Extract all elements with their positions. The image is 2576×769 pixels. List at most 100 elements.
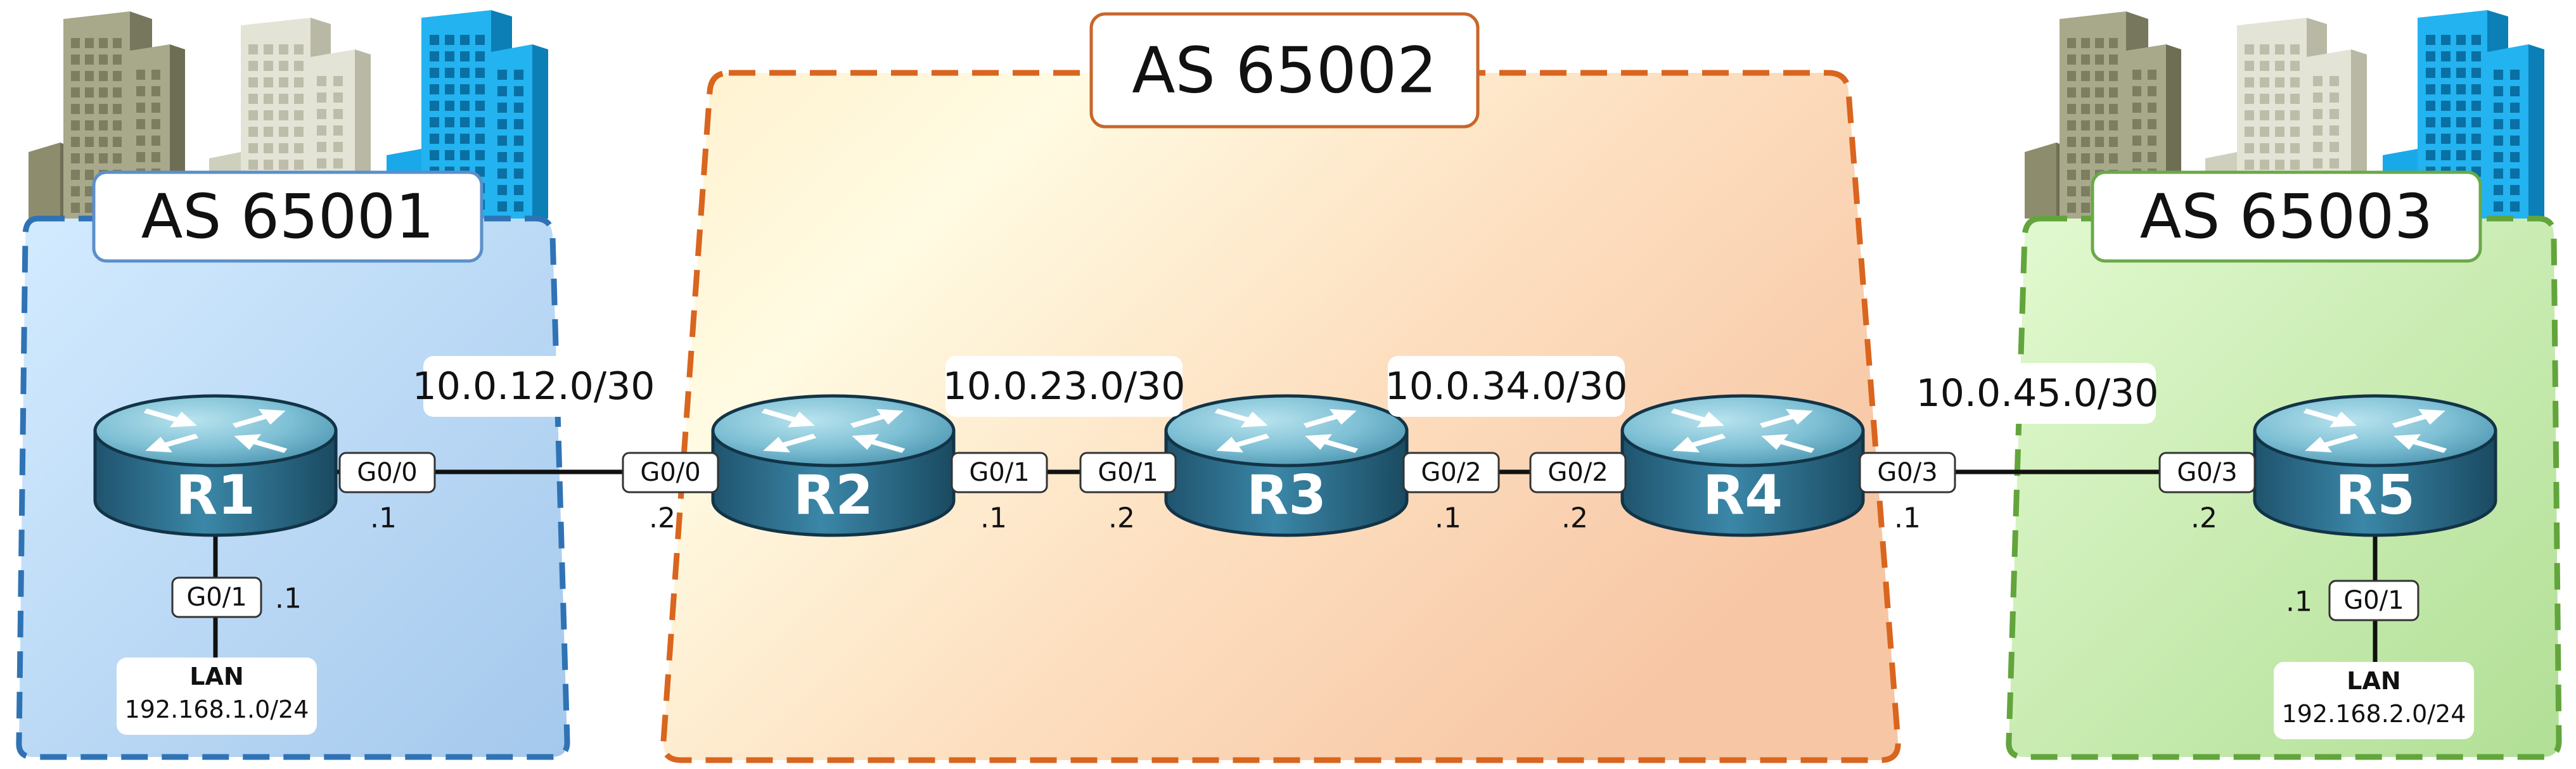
- window: [2095, 104, 2104, 114]
- subnet-label-r4-r5: 10.0.45.0/30: [1916, 363, 2159, 424]
- window: [2441, 84, 2451, 94]
- window: [136, 70, 145, 80]
- window: [2510, 119, 2520, 129]
- router-arrow: [145, 433, 199, 453]
- subnet-label-r2-r3-text: 10.0.23.0/30: [943, 364, 1186, 409]
- window: [2290, 77, 2300, 87]
- window: [2456, 68, 2466, 78]
- window: [2275, 127, 2284, 137]
- window: [460, 101, 470, 111]
- window: [151, 136, 160, 146]
- window: [2426, 68, 2435, 78]
- window: [2290, 160, 2300, 170]
- interface-label-text: G0/1: [2343, 586, 2404, 615]
- window: [2067, 38, 2076, 48]
- window: [2441, 68, 2451, 78]
- window: [85, 203, 94, 213]
- window: [2095, 87, 2104, 98]
- window: [514, 185, 523, 195]
- window: [2456, 35, 2466, 45]
- subnet-label-r4-r5-text: 10.0.45.0/30: [1916, 371, 2159, 416]
- window: [279, 94, 288, 104]
- window: [2456, 117, 2466, 127]
- window: [2426, 35, 2435, 45]
- window: [2494, 119, 2503, 129]
- router-arrows-icon: [2303, 408, 2447, 454]
- interface-label-text: G0/0: [640, 458, 700, 487]
- window: [294, 44, 304, 54]
- window: [2245, 160, 2254, 170]
- window: [2471, 35, 2481, 45]
- window: [2290, 44, 2300, 54]
- router-arrow: [1672, 433, 1726, 453]
- window: [2510, 86, 2520, 96]
- window: [99, 120, 108, 130]
- router-r2-icon[interactable]: R2: [711, 394, 956, 537]
- window: [445, 150, 454, 160]
- window: [136, 119, 145, 129]
- window: [317, 142, 326, 152]
- window: [2290, 61, 2300, 71]
- window: [2148, 152, 2156, 162]
- window: [2081, 186, 2090, 196]
- window: [497, 136, 507, 146]
- interface-label-r5-g0-3: G0/3: [2158, 452, 2256, 493]
- window: [2494, 185, 2503, 195]
- window: [151, 119, 160, 129]
- window: [294, 77, 304, 87]
- window: [2313, 76, 2323, 86]
- window: [85, 120, 94, 130]
- router-r1-icon[interactable]: R1: [93, 394, 338, 537]
- window: [445, 134, 454, 144]
- window: [497, 70, 507, 80]
- window: [71, 186, 80, 196]
- window: [430, 68, 439, 78]
- window: [2260, 94, 2269, 104]
- window: [2494, 136, 2503, 146]
- window: [2067, 153, 2076, 163]
- window: [514, 152, 523, 162]
- window: [71, 137, 80, 147]
- window: [2290, 110, 2300, 120]
- window: [2081, 104, 2090, 114]
- window: [2245, 94, 2254, 104]
- router-r4-icon[interactable]: R4: [1620, 394, 1865, 537]
- window: [445, 117, 454, 127]
- window: [2313, 125, 2323, 136]
- window: [2329, 125, 2339, 136]
- router-r5-icon[interactable]: R5: [2253, 394, 2497, 537]
- host-octet-r3-g0-2: .1: [1435, 502, 1461, 535]
- router-arrow: [2303, 408, 2357, 428]
- window: [2471, 134, 2481, 144]
- window: [71, 203, 80, 213]
- window: [2067, 71, 2076, 81]
- interface-label-r4-g0-2: G0/2: [1529, 452, 1627, 493]
- window: [2471, 51, 2481, 61]
- interface-label-r1-g0-0: G0/0: [338, 452, 436, 493]
- router-top: [2253, 394, 2497, 467]
- as-label-65003: AS 65003: [2091, 170, 2482, 263]
- window: [151, 70, 160, 80]
- window: [430, 134, 439, 144]
- router-arrow: [232, 409, 286, 428]
- window: [136, 103, 145, 113]
- window: [333, 92, 343, 103]
- window: [2109, 54, 2118, 65]
- window: [514, 86, 523, 96]
- router-arrow: [2392, 409, 2445, 428]
- host-octet-r1-g0-1: .1: [275, 583, 302, 615]
- router-arrow: [1214, 408, 1268, 428]
- window: [71, 170, 80, 180]
- window: [2510, 70, 2520, 80]
- window: [2067, 170, 2076, 180]
- interface-label-r3-g0-1: G0/1: [1079, 452, 1177, 493]
- window: [279, 61, 288, 71]
- router-arrow: [2305, 433, 2359, 453]
- window: [2148, 86, 2156, 96]
- window: [2290, 143, 2300, 153]
- host-octet-r5-g0-1: .1: [2286, 586, 2312, 618]
- window: [514, 136, 523, 146]
- router-r3-icon[interactable]: R3: [1164, 394, 1409, 537]
